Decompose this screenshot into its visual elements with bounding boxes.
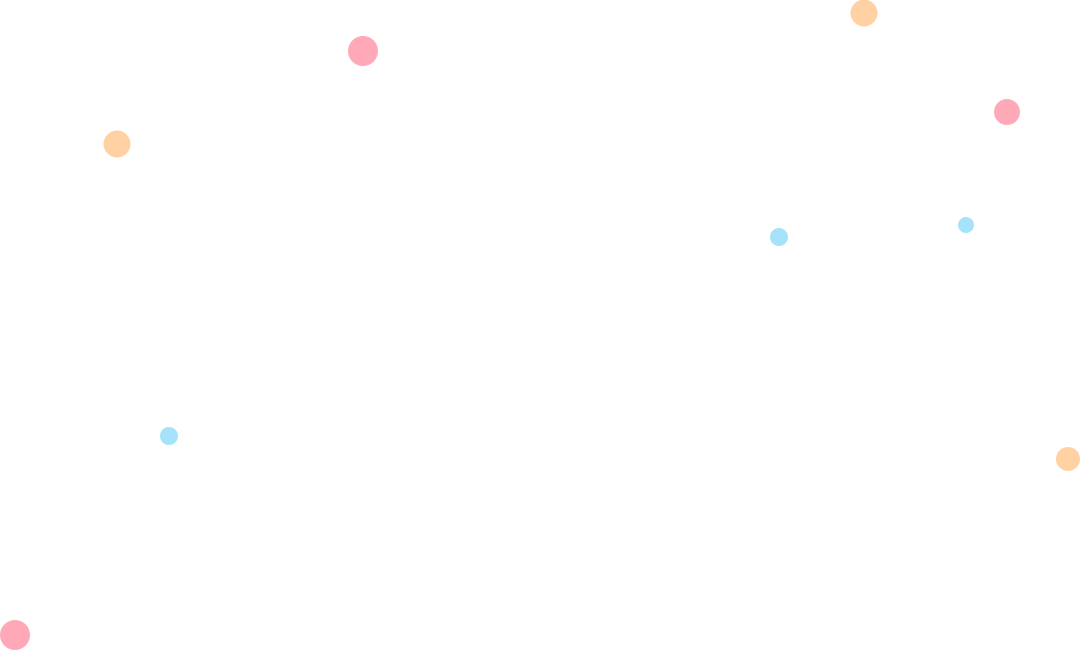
pink-dot-icon <box>994 99 1020 125</box>
peach-dot-icon <box>850 0 878 27</box>
blue-dot-icon <box>770 228 788 246</box>
pink-dot-icon <box>0 620 30 650</box>
blue-dot-icon <box>958 217 974 233</box>
blue-dot-icon <box>160 427 178 445</box>
peach-dot-icon <box>103 130 131 158</box>
pink-dot-icon <box>348 36 378 66</box>
peach-dot-icon <box>1056 447 1080 471</box>
